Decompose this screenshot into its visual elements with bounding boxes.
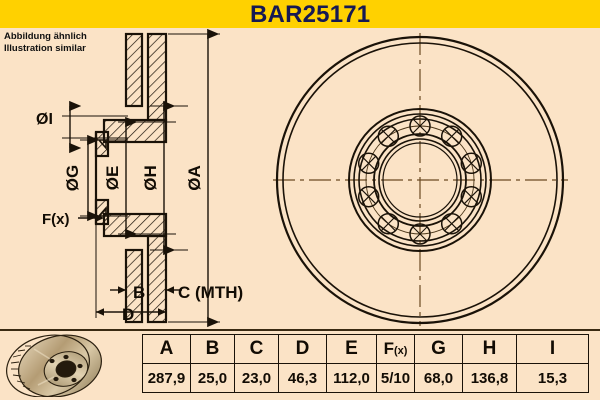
label-diameter-G: ØG bbox=[63, 165, 82, 191]
value-H: 136,8 bbox=[462, 363, 517, 393]
front-view bbox=[273, 33, 568, 326]
column-header-Fx: F(x) bbox=[376, 334, 415, 364]
bolt-hole bbox=[460, 185, 483, 208]
dimension-Fx: F(x) bbox=[42, 211, 104, 228]
label-C: C (MTH) bbox=[178, 283, 243, 302]
dimension-C: C (MTH) bbox=[166, 283, 243, 302]
value-G: 68,0 bbox=[414, 363, 463, 393]
fx-sub-label: (x) bbox=[393, 345, 408, 357]
label-diameter-E: ØE bbox=[103, 166, 122, 191]
disc-center-bore bbox=[55, 360, 77, 378]
bolt-hole bbox=[440, 125, 463, 148]
bolt-hole bbox=[377, 125, 400, 148]
value-Fx: 5/10 bbox=[376, 363, 415, 393]
vane-ticks bbox=[10, 345, 31, 390]
column-header-I: I bbox=[516, 334, 589, 364]
column-header-A: A bbox=[142, 334, 191, 364]
column-header-G: G bbox=[414, 334, 463, 364]
value-C: 23,0 bbox=[234, 363, 279, 393]
table-header-row: A B C D E F(x) G H I bbox=[142, 334, 589, 364]
bolt-hole bbox=[409, 223, 431, 245]
hub-ring-3 bbox=[358, 118, 482, 242]
column-header-E: E bbox=[326, 334, 377, 364]
disc-vane-edge bbox=[6, 334, 90, 397]
label-Fx: F(x) bbox=[42, 211, 70, 228]
hub-ring-2 bbox=[353, 113, 487, 247]
header-bar bbox=[0, 0, 600, 28]
footer-divider bbox=[0, 329, 600, 331]
bolt-holes bbox=[357, 115, 483, 245]
bolt-hole bbox=[357, 185, 380, 208]
bolt-hole bbox=[377, 212, 400, 235]
brake-disc-thumbnail bbox=[6, 334, 102, 397]
disc-friction-edge bbox=[282, 42, 558, 318]
table-value-row: 287,9 25,0 23,0 46,3 112,0 5/10 68,0 136… bbox=[142, 363, 589, 393]
label-D: D bbox=[122, 305, 134, 324]
illustration-similar-note: Abbildung ähnlich Illustration similar bbox=[4, 31, 87, 54]
disc-outer-edge bbox=[275, 35, 565, 325]
dimension-G: ØG bbox=[63, 134, 128, 222]
column-header-D: D bbox=[278, 334, 327, 364]
label-diameter-I: ØI bbox=[36, 111, 53, 128]
column-header-C: C bbox=[234, 334, 279, 364]
thumb-bolt-holes bbox=[49, 354, 83, 383]
value-D: 46,3 bbox=[278, 363, 327, 393]
thumb-highlights bbox=[33, 348, 55, 386]
value-A: 287,9 bbox=[142, 363, 191, 393]
dimension-A: ØA bbox=[168, 28, 220, 328]
bolt-hole bbox=[440, 212, 463, 235]
specification-table: A B C D E F(x) G H I 287,9 25,0 23,0 46,… bbox=[142, 334, 589, 393]
dimension-D: D bbox=[95, 224, 166, 324]
bolt-hole bbox=[357, 152, 380, 175]
dimension-B: B bbox=[110, 278, 167, 322]
value-I: 15,3 bbox=[516, 363, 589, 393]
page-title: BAR25171 bbox=[250, 1, 371, 28]
column-header-H: H bbox=[462, 334, 517, 364]
fx-main-label: F bbox=[383, 339, 394, 358]
value-E: 112,0 bbox=[326, 363, 377, 393]
label-diameter-A: ØA bbox=[185, 165, 204, 191]
label-B: B bbox=[133, 283, 145, 302]
hub-ring-5 bbox=[378, 138, 462, 222]
hub-ring-1 bbox=[348, 108, 492, 252]
note-line-english: Illustration similar bbox=[4, 42, 86, 54]
bolt-hole bbox=[460, 152, 483, 175]
label-diameter-H: ØH bbox=[141, 165, 160, 191]
bolt-hole bbox=[409, 115, 431, 137]
column-header-B: B bbox=[190, 334, 235, 364]
dimension-H: ØH bbox=[141, 100, 188, 256]
center-bore bbox=[382, 142, 458, 218]
note-line-german: Abbildung ähnlich bbox=[4, 31, 87, 42]
technical-drawing: ØI ØG ØE ØH ØA bbox=[36, 28, 568, 328]
hub-ring-4 bbox=[373, 133, 467, 227]
value-B: 25,0 bbox=[190, 363, 235, 393]
